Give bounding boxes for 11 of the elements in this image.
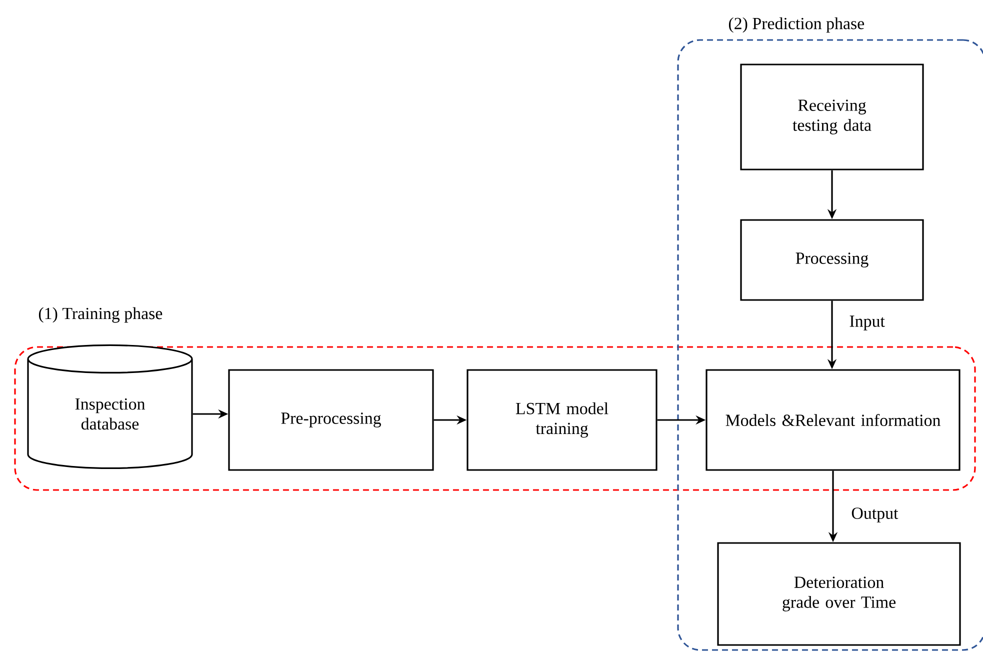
database-cylinder: Inspection database [27,344,193,470]
process-box: LSTM model training [466,369,658,471]
node-label: (1) Training phase [38,307,162,323]
process-box: Processing [740,219,924,301]
process-box: Pre-processing [228,369,434,471]
process-box: Deterioration grade over Time [717,542,961,646]
process-box: Receiving testing data [740,64,924,170]
process-box: Models &Relevant information [706,369,960,471]
edge-label: Output [850,506,900,524]
edge-label: Input [848,314,886,332]
node-label: (2) Prediction phase [728,17,864,33]
